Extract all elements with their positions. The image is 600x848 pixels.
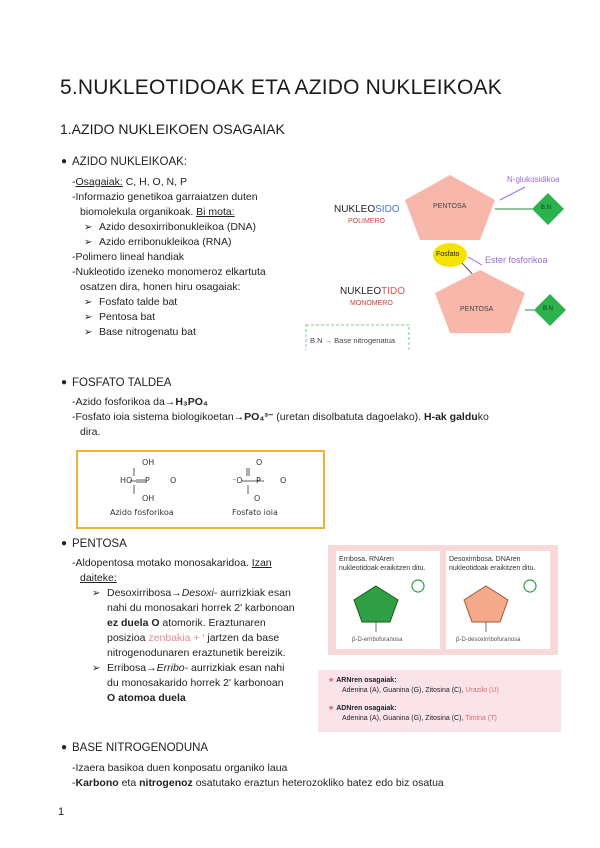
deoxy-oh-highlight xyxy=(523,579,537,593)
ribose-oh-highlight xyxy=(411,579,425,593)
base-diamond-bottom xyxy=(534,294,566,326)
p-center: P xyxy=(145,476,150,485)
n-glukosidikoa-label: N-glukosidikoa xyxy=(507,175,560,184)
star-icon: ★ xyxy=(328,677,335,684)
ribose-line-1: Erribosa→Erribo- aurrizkiak esan nahi xyxy=(92,661,312,676)
deoxy-line-4: posizioa zenbakia + ' jartzen da base xyxy=(107,632,280,644)
polimero-line: -Polimero lineal handiak xyxy=(72,251,185,263)
n-glukosidikoa-arrow xyxy=(499,186,526,201)
adn-block: ★ ADNren osagaiak: Adenina (A), Guanina … xyxy=(328,705,497,722)
ribose-line-2: du monosakarido horrek 2' karbonoan xyxy=(107,677,284,689)
bullet-azido-nukleikoak: ● AZIDO NUKLEIKOAK: xyxy=(61,156,188,168)
o-right-2: O xyxy=(280,476,287,485)
bn-bottom-label: B.N xyxy=(543,306,554,312)
fosfato-label: Fosfato xyxy=(436,251,460,258)
o-top: O xyxy=(256,458,263,467)
bullet-dot: ● xyxy=(61,538,68,549)
bn-top-label: B.N xyxy=(541,205,552,211)
page-title: 5.NUKLEOTIDOAK ETA AZIDO NUKLEIKOAK xyxy=(60,76,502,99)
ester-label: Ester fosforikoa xyxy=(485,255,548,265)
phosphate-structures-box xyxy=(76,450,325,529)
bullet-pentosa: ● PENTOSA xyxy=(61,538,127,550)
bond-lines xyxy=(130,468,264,494)
rna-item: Azido erribonukleikoa (RNA) xyxy=(84,235,302,250)
pentose-shape-bottom xyxy=(435,270,525,333)
aldopentosa-line: -Aldopentosa motako monosakaridoa. Izan xyxy=(72,557,272,569)
base-diamond-top xyxy=(532,193,564,225)
ribose-ring xyxy=(353,585,399,623)
monomero-label: MONOMERO xyxy=(350,300,393,307)
azido-fosforikoa-label: Azido fosforikoa xyxy=(110,508,174,517)
deoxy-line-2: nahi du monosakari horrek 2' karbonoan xyxy=(107,602,295,614)
ribose-line-3: O atomoa duela xyxy=(107,692,186,704)
nukleotido-label: NUKLEOTIDO xyxy=(340,286,406,297)
section-heading: 1.AZIDO NUKLEIKOEN OSAGAIAK xyxy=(60,121,285,137)
dira-line: dira. xyxy=(80,426,101,438)
ester-arrow xyxy=(467,256,483,266)
deoxy-line-1: Desoxirribosa→Desoxi- aurrizkiak esan xyxy=(92,586,312,601)
arn-block: ★ ARNren osagaiak: Adenina (A), Guanina … xyxy=(328,677,499,694)
deoxy-line-5: nitrogenodunaren eraztunetik bereizik. xyxy=(107,647,286,659)
page-number: 1 xyxy=(58,806,65,818)
nukleotido-line-2: osatzen dira, honen hiru osagaiak: xyxy=(80,281,241,293)
info-line-2: biomolekula organikoak. Bi mota: xyxy=(80,206,235,218)
pentose-shape-top xyxy=(405,175,495,240)
bullet-dot: ● xyxy=(61,377,68,388)
ho-left: HO xyxy=(120,476,133,485)
bn-legend: B.N → Base nitrogenatua xyxy=(310,336,396,345)
phosphate-circle xyxy=(433,243,467,267)
karbono-line: -Karbono eta nitrogenoz osatutako eraztu… xyxy=(72,777,444,789)
bullet-base: ● BASE NITROGENODUNA xyxy=(61,742,209,754)
bullet-label: PENTOSA xyxy=(72,538,127,550)
bullet-label: FOSFATO TALDEA xyxy=(72,377,172,389)
nukleotido-line: -Nukleotido izeneko monomeroz elkartuta xyxy=(72,266,266,278)
daiteke-line: daiteke: xyxy=(80,572,117,584)
section2-body: -Azido fosforikoa da→H₃PO₄ -Fosfato ioia… xyxy=(72,395,550,440)
pentosa-bottom-label: PENTOSA xyxy=(460,306,494,313)
section3-body: -Aldopentosa motako monosakaridoa. Izan … xyxy=(72,556,312,706)
o-minus-left: ⁻O xyxy=(232,476,243,485)
izaera-line: -Izaera basikoa duen konposatu organiko … xyxy=(72,762,288,774)
deoxy-block: Desoxirribosa→Desoxi- aurrizkiak esan na… xyxy=(92,586,312,706)
section4-body: -Izaera basikoa duen konposatu organiko … xyxy=(72,761,552,791)
oh-top: OH xyxy=(142,458,155,467)
o-bottom: O xyxy=(254,494,261,503)
bullet-label: BASE NITROGENODUNA xyxy=(72,742,209,754)
azido-line: -Azido fosforikoa da→H₃PO₄ xyxy=(72,396,208,408)
bullet-label: AZIDO NUKLEIKOAK: xyxy=(72,156,188,168)
legend-box xyxy=(305,324,410,350)
section1-body: -Osagaiak: C, H, O, N, P -Informazio gen… xyxy=(72,175,302,340)
o-right: O xyxy=(170,476,177,485)
oh-bottom: OH xyxy=(142,494,155,503)
bullet-dot: ● xyxy=(61,156,68,167)
p-center-2: P xyxy=(256,476,261,485)
bullet-fosfato: ● FOSFATO TALDEA xyxy=(61,377,172,389)
bullet-dot: ● xyxy=(61,742,68,753)
fosfato-ioia-line: -Fosfato ioia sistema biologikoetan→PO₄³… xyxy=(72,411,489,423)
star-icon: ★ xyxy=(328,705,335,712)
pentosa-top-label: PENTOSA xyxy=(433,203,467,210)
pentose-rings xyxy=(353,579,537,632)
ribose-foot: β-D-erribofuranosa xyxy=(352,637,403,643)
deoxyribose-ring xyxy=(463,585,509,623)
fosfato-ioia-label: Fosfato ioia xyxy=(232,508,278,517)
deoxy-foot: β-D-desoxirribofuranosa xyxy=(456,637,521,643)
info-line: -Informazio genetikoa garraiatzen duten xyxy=(72,191,258,203)
nukleosido-label: NUKLEOSIDO xyxy=(334,204,400,215)
fosfato-item: Fosfato talde bat xyxy=(84,295,302,310)
bases-panel xyxy=(318,670,561,732)
osagaiak-line: -Osagaiak: C, H, O, N, P xyxy=(72,176,187,188)
polimero-label: POLIMERO xyxy=(348,218,385,225)
deoxy-line-3: ez duela O atomorik. Eraztunaren xyxy=(107,617,266,629)
nucleotide-diagram xyxy=(305,175,566,350)
dna-item: Azido desoxirribonukleikoa (DNA) xyxy=(84,220,302,235)
base-item: Base nitrogenatu bat xyxy=(84,325,302,340)
pentosa-item: Pentosa bat xyxy=(84,310,302,325)
